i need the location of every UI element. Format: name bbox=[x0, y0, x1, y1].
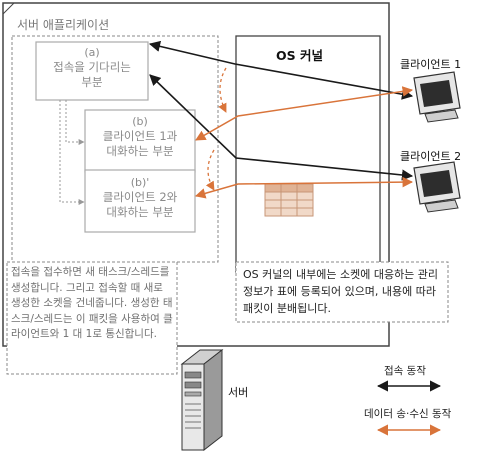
app-note-box bbox=[6, 261, 178, 375]
kernel-note-text: OS 커널의 내부에는 소켓에 대응하는 관리 정보가 표에 등록되어 있으며,… bbox=[243, 268, 439, 315]
kernel-frame bbox=[235, 35, 381, 273]
legend-connect-label: 접속 동작 bbox=[384, 365, 426, 377]
connect-arrow-client2 bbox=[149, 74, 414, 181]
legend-data-label: 데이터 송·수신 동작 bbox=[364, 408, 452, 420]
box-a-line2: 부분 bbox=[81, 75, 103, 89]
client2-label: 클라이언트 2 bbox=[400, 150, 462, 163]
box-a-text: (a) 접속을 기다리는 부분 bbox=[36, 45, 148, 90]
box-b2-text: (b)' 클라이언트 2와 대화하는 부분 bbox=[85, 175, 195, 220]
box-a-tag: (a) bbox=[84, 46, 100, 59]
kernel-note-box bbox=[235, 261, 449, 323]
box-a-line1: 접속을 기다리는 bbox=[53, 60, 131, 74]
handoff-curve-1 bbox=[218, 67, 227, 113]
box-b-line2: 대화하는 부분 bbox=[106, 144, 174, 158]
box-a bbox=[35, 41, 149, 101]
data-arrow-client1 bbox=[195, 86, 414, 141]
spawn-arrow-b2 bbox=[59, 100, 85, 205]
server-tower-icon bbox=[180, 348, 224, 452]
box-b2-line2: 대화하는 부분 bbox=[106, 205, 174, 219]
box-b-line1: 클라이언트 1과 bbox=[102, 129, 178, 143]
box-b2-line1: 클라이언트 2와 bbox=[102, 190, 178, 204]
server-label: 서버 bbox=[228, 386, 249, 399]
box-b2-tag: (b)' bbox=[130, 176, 150, 189]
socket-table bbox=[264, 183, 314, 217]
kernel-title: OS 커널 bbox=[276, 48, 323, 63]
server-frame-corner bbox=[2, 2, 15, 15]
app-note-text: 접속을 접수하면 새 태스크/스레드를 생성합니다. 그리고 접속할 때 새로 … bbox=[11, 266, 173, 340]
client2-monitor-icon bbox=[413, 161, 461, 213]
client1-label: 클라이언트 1 bbox=[400, 58, 462, 71]
app-title: 서버 애플리케이션 bbox=[17, 18, 110, 32]
client1-monitor-icon bbox=[413, 71, 461, 123]
data-arrow-client2 bbox=[194, 176, 414, 199]
handoff-curve-2 bbox=[205, 149, 215, 191]
box-b-tag: (b) bbox=[132, 115, 148, 128]
box-b-text: (b) 클라이언트 1과 대화하는 부분 bbox=[85, 114, 195, 159]
spawn-arrow-b bbox=[65, 100, 85, 145]
